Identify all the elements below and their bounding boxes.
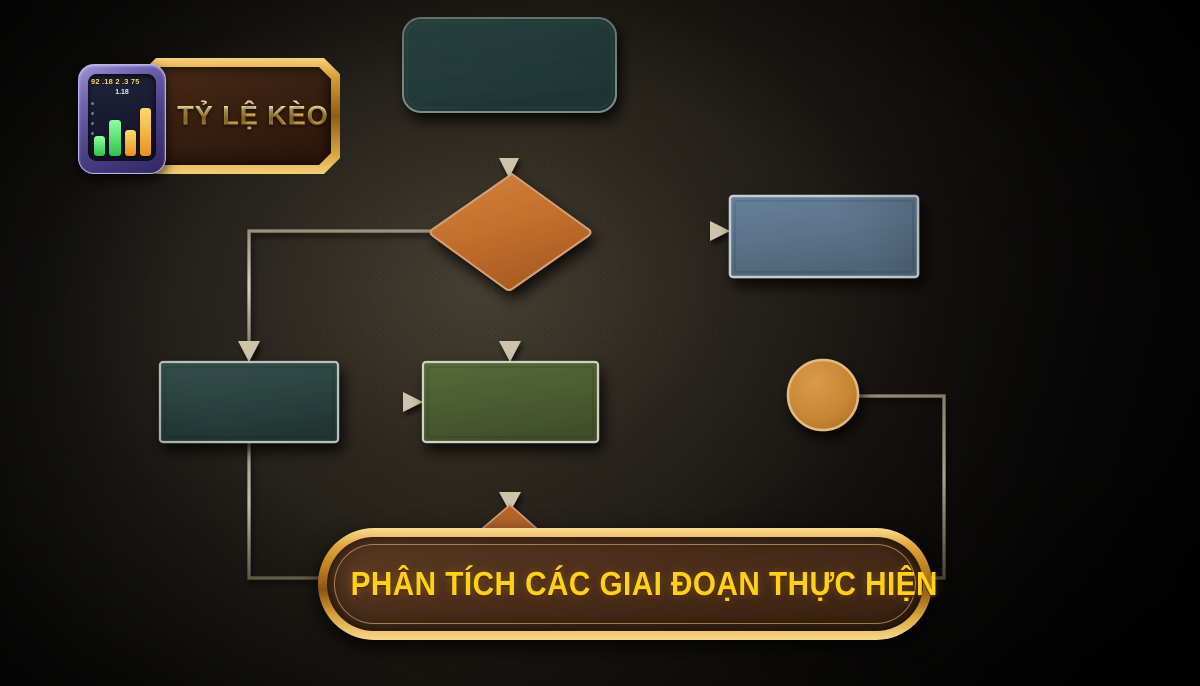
arrowhead-to-green bbox=[499, 341, 521, 362]
brand-plaque: TỶ LỆ KÈO bbox=[140, 58, 340, 174]
edge-decision-to-left bbox=[247, 229, 437, 354]
chart-grid-dot bbox=[91, 102, 94, 105]
bar-2 bbox=[109, 119, 121, 156]
tablet-screen: 92 .18 2 .3 75 1.18 bbox=[88, 74, 156, 161]
arrowhead-left-to-green bbox=[403, 392, 423, 412]
title-banner[interactable]: PHÂN TÍCH CÁC GIAI ĐOẠN THỰC HIỆN bbox=[318, 528, 938, 640]
arrowhead-to-left bbox=[238, 341, 260, 362]
title-banner-text: PHÂN TÍCH CÁC GIAI ĐOẠN THỰC HIỆN bbox=[318, 565, 938, 603]
node-process-center[interactable] bbox=[421, 360, 600, 444]
node-decision[interactable] bbox=[429, 173, 592, 291]
arrowhead-to-blue bbox=[710, 221, 730, 241]
node-connector-circle[interactable] bbox=[786, 358, 860, 432]
brand-badge[interactable]: TỶ LỆ KÈO 92 .18 2 .3 75 1.18 bbox=[78, 58, 340, 178]
title-banner-label: PHÂN TÍCH CÁC GIAI ĐOẠN THỰC HIỆN bbox=[350, 565, 938, 602]
connector-group bbox=[247, 112, 946, 580]
tablet-odds-value: 1.18 bbox=[115, 89, 129, 96]
bar-1 bbox=[94, 135, 106, 156]
brand-text: TỶ LỆ KÈO bbox=[140, 101, 340, 132]
node-process-top[interactable] bbox=[402, 17, 617, 113]
tablet-icon: 92 .18 2 .3 75 1.18 bbox=[78, 64, 166, 174]
bar-3 bbox=[124, 130, 136, 156]
bar-4 bbox=[139, 108, 151, 156]
node-process-left[interactable] bbox=[158, 360, 340, 444]
node-process-right[interactable] bbox=[728, 194, 920, 279]
tablet-bar-chart bbox=[94, 108, 151, 156]
